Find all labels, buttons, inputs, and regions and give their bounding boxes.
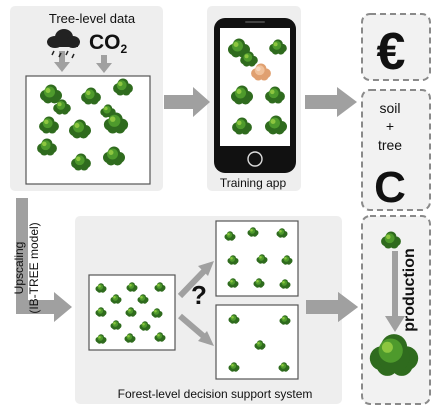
tree-level-data-label: Tree-level data xyxy=(48,11,136,26)
tree-crown-icon xyxy=(276,228,288,238)
tree-crown-icon xyxy=(110,320,122,330)
tree-crown-icon xyxy=(110,294,122,304)
tree-crown-icon xyxy=(228,362,240,372)
arrow-to-production xyxy=(306,292,358,322)
tree-crown-icon xyxy=(39,116,59,134)
branch-arrow-up-line xyxy=(177,264,211,299)
tree-crown-icon xyxy=(278,362,290,372)
tree-crown-icon xyxy=(95,307,107,317)
rain-arrow-shaft xyxy=(59,51,65,63)
tree-crown-icon xyxy=(154,282,166,292)
tree-crown-icon xyxy=(95,283,107,293)
phone-speaker xyxy=(245,21,265,23)
carbon-symbol: C xyxy=(374,163,406,212)
tree-crown-icon xyxy=(369,334,419,376)
arrow-to-training-app xyxy=(164,87,210,117)
training-app-label: Training app xyxy=(219,176,287,190)
branch-arrow-down-head xyxy=(198,331,214,346)
rain-arrow-head xyxy=(54,62,70,72)
plus-label: + xyxy=(385,118,395,134)
co2-label: CO2 xyxy=(89,31,127,56)
tree-crown-icon xyxy=(224,231,236,241)
euro-symbol: € xyxy=(376,23,406,81)
tree-crown-icon xyxy=(124,333,136,343)
tree-crown-icon xyxy=(265,86,285,104)
tree-crown-icon xyxy=(113,78,133,96)
tree-crown-icon xyxy=(281,255,293,265)
tree-crown-icon xyxy=(139,321,151,331)
arrow-to-outcomes xyxy=(305,87,357,117)
tree-crown-icon xyxy=(247,227,259,237)
upscaling-arrow xyxy=(16,198,72,322)
forest-level-label: Forest-level decision support system xyxy=(117,387,313,401)
co2-arrow-shaft xyxy=(101,55,107,64)
tree-crown-icon xyxy=(125,307,137,317)
branch-arrow-up-head xyxy=(198,261,214,276)
tree-crown-icon xyxy=(103,146,125,166)
tree-crown-icon xyxy=(253,278,265,288)
question-mark: ? xyxy=(191,280,207,310)
phone-home-button xyxy=(247,151,263,167)
tree-crown-icon xyxy=(279,279,291,289)
tree-crown-icon xyxy=(254,340,266,350)
tree-crown-icon xyxy=(227,255,239,265)
tree-crown-icon xyxy=(381,231,401,249)
tree-crown-icon xyxy=(103,112,129,134)
tree-crown-icon xyxy=(95,334,107,344)
tree-crown-icon xyxy=(69,119,91,139)
tree-crown-icon xyxy=(137,294,149,304)
rain-drop-icon xyxy=(71,53,75,59)
upscaling-line-2: (IB-TREE model) xyxy=(27,222,41,314)
growth-arrow-head xyxy=(385,316,405,332)
co2-subscript: 2 xyxy=(120,42,128,56)
tree-crown-icon xyxy=(240,51,258,67)
tree-crown-icon xyxy=(231,85,253,105)
tree-crown-icon xyxy=(256,254,268,264)
soil-label: soil xyxy=(379,100,401,116)
economic-box xyxy=(361,13,431,81)
tree-crown-icon xyxy=(269,39,287,55)
carbon-box xyxy=(361,89,431,211)
tree-crown-icon xyxy=(154,332,166,342)
rain-drop-icon xyxy=(51,50,55,56)
rain-drop-icon xyxy=(58,52,62,58)
rain-cloud-icon xyxy=(50,41,78,47)
tree-crown-icon xyxy=(71,153,91,171)
tree-crown-icon xyxy=(251,63,271,81)
co2-arrow-head xyxy=(96,63,112,73)
co2-main: CO xyxy=(89,31,121,54)
growth-arrow-shaft xyxy=(392,251,398,317)
upscaling-label: Upscaling(IB-TREE model) xyxy=(12,222,42,313)
upscaling-line-1: Upscaling xyxy=(12,241,26,295)
rain-drop-icon xyxy=(65,50,69,56)
tree-crown-icon xyxy=(227,278,239,288)
tree-crown-icon xyxy=(53,99,71,115)
tree-label: tree xyxy=(377,137,403,153)
tree-crown-icon xyxy=(37,138,57,156)
tree-crown-icon xyxy=(151,308,163,318)
tree-crown-icon xyxy=(126,282,138,292)
tree-crown-icon xyxy=(279,315,291,325)
production-label: production xyxy=(401,248,418,332)
tree-crown-icon xyxy=(232,117,252,135)
tree-crown-icon xyxy=(40,84,62,104)
tree-crown-icon xyxy=(228,314,240,324)
tree-crown-icon xyxy=(81,87,101,105)
tree-crown-icon xyxy=(265,115,287,135)
